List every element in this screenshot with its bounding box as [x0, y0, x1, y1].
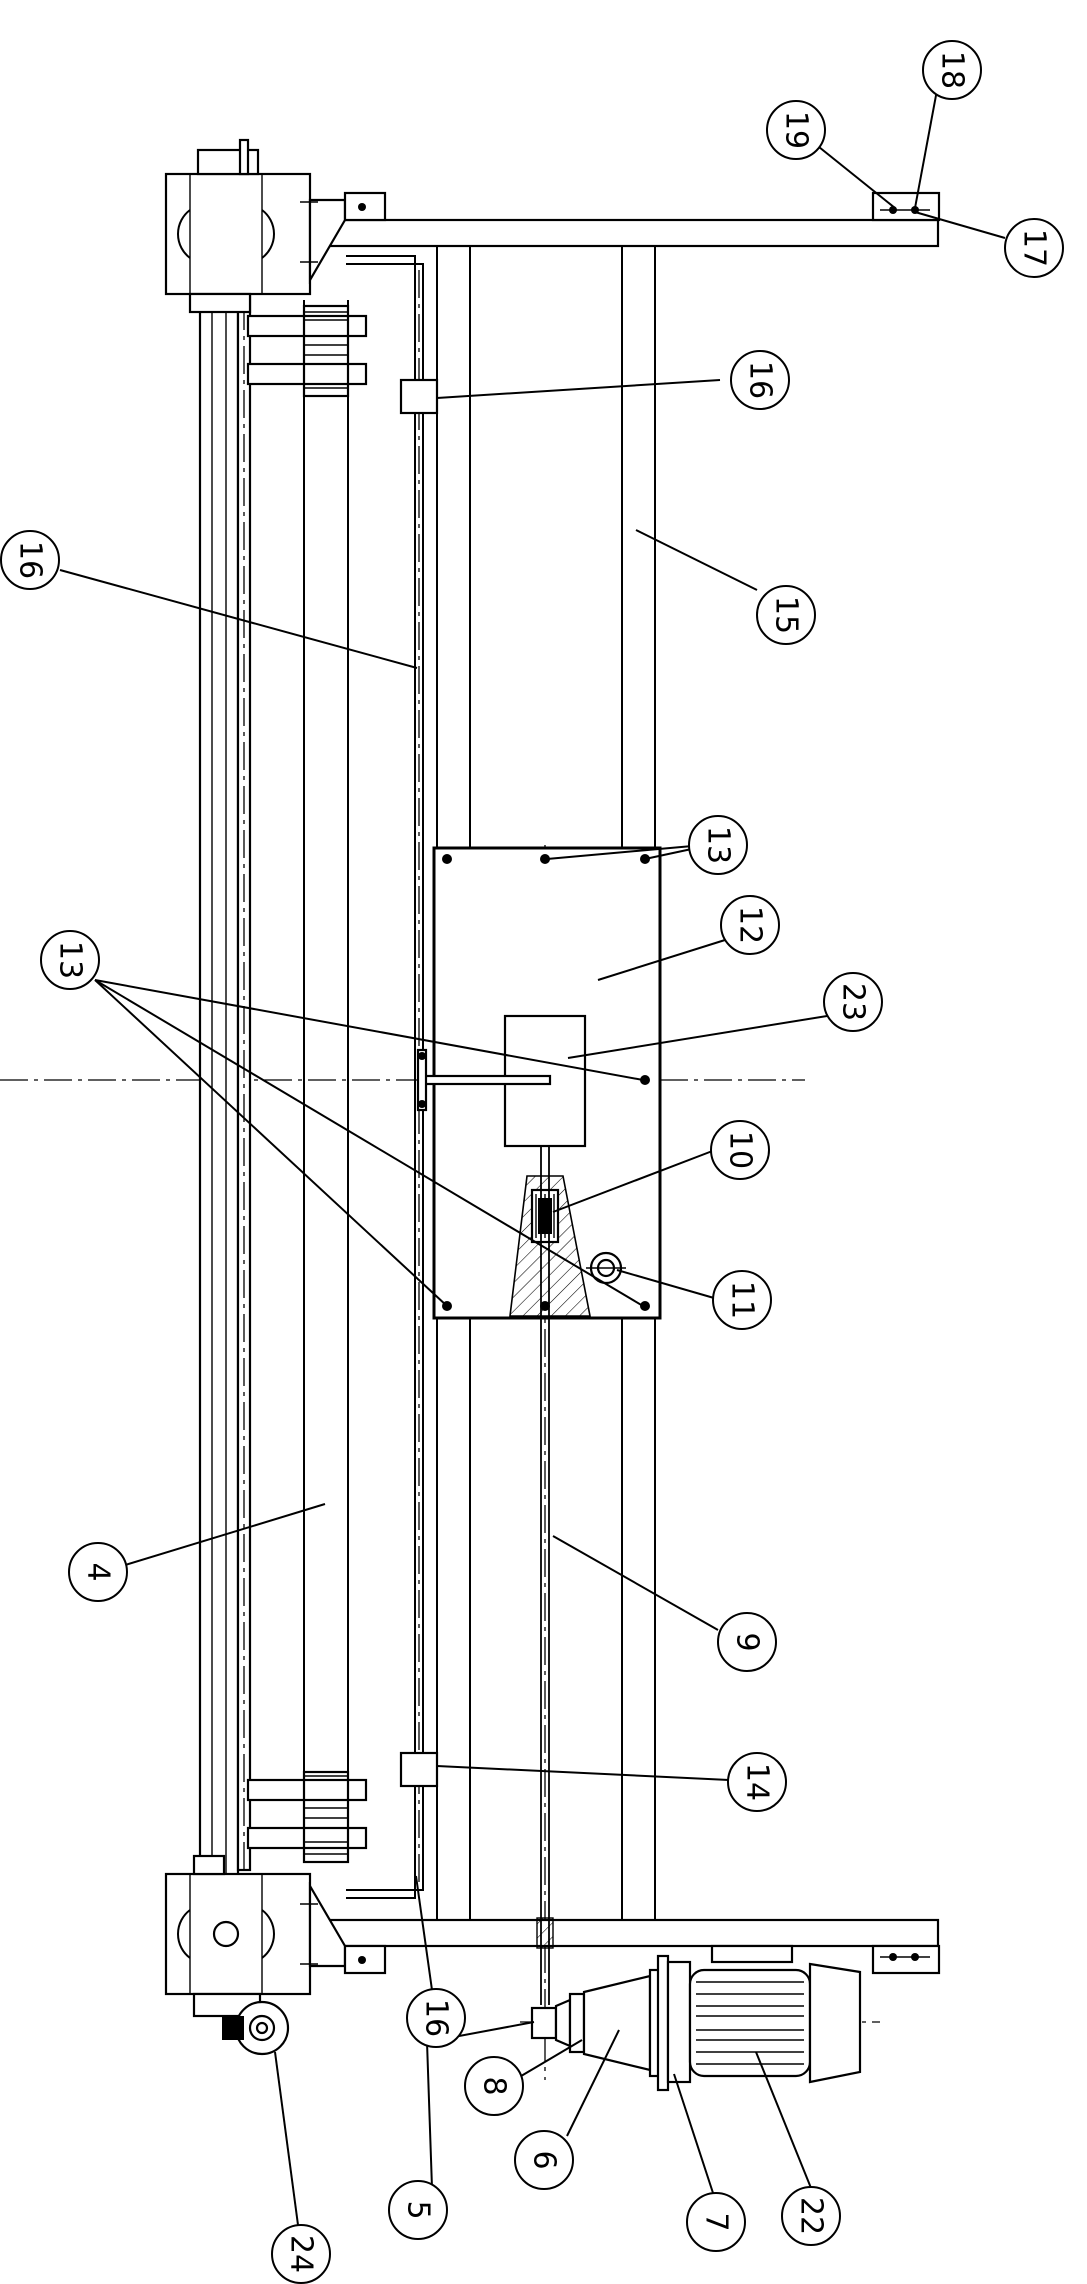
sensor-box [416, 1014, 587, 1148]
bearing-block-top [164, 138, 387, 314]
balloon-label: 18 [935, 51, 970, 89]
clamp-bottom [399, 1751, 439, 1788]
balloon-23: 23 [823, 972, 883, 1032]
balloon-label: 11 [725, 1281, 760, 1319]
balloon-22: 22 [781, 2186, 841, 2246]
roller-shaft [198, 170, 349, 1960]
balloon-label: 12 [733, 906, 768, 944]
motor-gearbox [530, 1944, 862, 2092]
clamp-top [399, 378, 439, 415]
balloon-9: 9 [717, 1612, 777, 1672]
balloon-label: 13 [701, 826, 736, 864]
bearing-block-bottom [164, 1854, 387, 2018]
lead-screw [536, 1146, 554, 2005]
balloon-7: 7 [686, 2192, 746, 2252]
balloon-label: 10 [723, 1131, 758, 1169]
balloon-13-right: 13 [688, 815, 748, 875]
nut-housing [509, 1175, 591, 1317]
balloon-label: 23 [836, 983, 871, 1021]
balloon-8: 8 [464, 2056, 524, 2116]
balloon-label: 16 [743, 361, 778, 399]
balloon-17: 17 [1004, 218, 1064, 278]
balloon-16-bottom: 16 [406, 1988, 466, 2048]
balloon-label: 7 [699, 2212, 734, 2231]
balloon-label: 4 [81, 1562, 116, 1581]
balloon-label: 14 [740, 1763, 775, 1801]
balloon-label: 9 [730, 1632, 765, 1651]
pulleys-top [246, 304, 368, 398]
frame-bottom-beam [306, 1918, 941, 1975]
balloon-5: 5 [388, 2180, 448, 2240]
balloon-24: 24 [271, 2224, 331, 2284]
balloon-6: 6 [514, 2130, 574, 2190]
balloon-12: 12 [720, 895, 780, 955]
balloon-16-top: 16 [730, 350, 790, 410]
balloon-16-left: 16 [0, 530, 60, 590]
balloon-label: 24 [284, 2235, 319, 2273]
balloon-label: 22 [794, 2197, 829, 2235]
encoder-24 [222, 2000, 290, 2056]
frame-top-beam [306, 191, 941, 248]
balloon-label: 13 [53, 941, 88, 979]
balloon-15: 15 [756, 585, 816, 645]
conduit-line [346, 255, 424, 1899]
balloon-label: 15 [769, 596, 804, 634]
balloon-14: 14 [727, 1752, 787, 1812]
balloon-label: 8 [477, 2076, 512, 2095]
balloon-label: 16 [419, 1999, 454, 2037]
balloon-label: 6 [527, 2150, 562, 2169]
balloon-13-left: 13 [40, 930, 100, 990]
balloon-19: 19 [766, 100, 826, 160]
balloon-10: 10 [710, 1120, 770, 1180]
balloon-18: 18 [922, 40, 982, 100]
balloon-label: 16 [13, 541, 48, 579]
balloon-label: 5 [401, 2200, 436, 2219]
balloon-label: 19 [779, 111, 814, 149]
balloon-4: 4 [68, 1542, 128, 1602]
pulleys-bottom [246, 1770, 368, 1864]
balloon-label: 17 [1017, 229, 1052, 267]
bearing-11 [586, 1251, 626, 1285]
balloon-11: 11 [712, 1270, 772, 1330]
